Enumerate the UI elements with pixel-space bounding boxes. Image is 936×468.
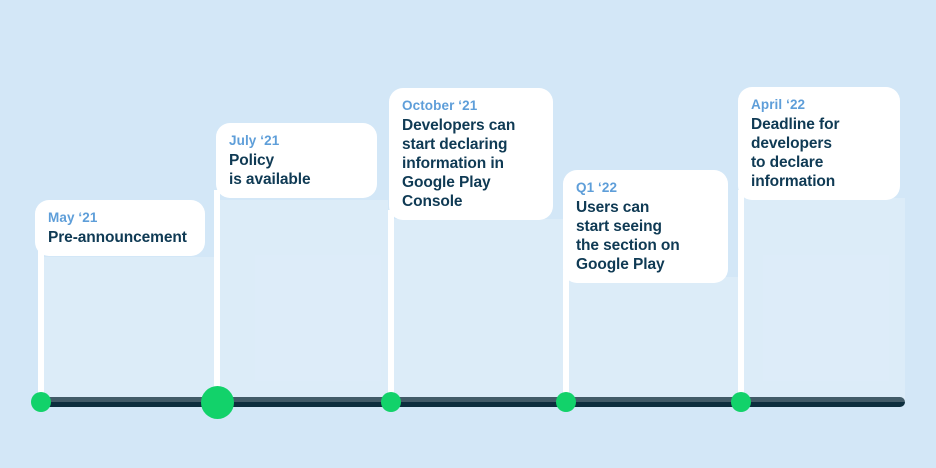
milestone-date: July ‘21 — [229, 133, 280, 148]
milestone-title: Users can start seeing the section on Go… — [576, 199, 680, 273]
milestone-title: Deadline for developers to declare infor… — [751, 116, 840, 190]
milestone-dot-emphasized — [201, 386, 234, 419]
milestone-title: Pre-announcement — [48, 229, 187, 246]
milestone-date: Q1 ‘22 — [576, 180, 618, 195]
milestone-dot — [731, 392, 751, 412]
milestone-card: July ‘21 Policy is available — [216, 123, 377, 198]
milestone-date: April ‘22 — [751, 97, 806, 112]
milestone-pillar — [220, 200, 388, 402]
milestone-stem — [563, 270, 569, 402]
milestone-pillar — [744, 198, 905, 402]
milestone-stem — [388, 210, 394, 402]
milestone-stem — [738, 190, 744, 402]
milestone-card: April ‘22 Deadline for developers to dec… — [738, 87, 900, 200]
milestone-date: October ‘21 — [402, 98, 478, 113]
milestone-pillar — [569, 277, 738, 402]
milestone-stem — [38, 245, 44, 402]
milestone-card: Q1 ‘22 Users can start seeing the sectio… — [563, 170, 728, 283]
milestone-title: Policy is available — [229, 152, 311, 188]
milestone-pillar — [394, 219, 563, 402]
milestone-dot — [31, 392, 51, 412]
milestone-dot — [556, 392, 576, 412]
milestone-title: Developers can start declaring informati… — [402, 117, 516, 210]
milestone-card: October ‘21 Developers can start declari… — [389, 88, 553, 220]
timeline-bar — [41, 397, 905, 407]
milestone-dot — [381, 392, 401, 412]
milestone-date: May ‘21 — [48, 210, 98, 225]
milestone-pillar — [44, 257, 214, 402]
milestone-card: May ‘21 Pre-announcement — [35, 200, 205, 256]
milestone-stem — [214, 190, 220, 402]
